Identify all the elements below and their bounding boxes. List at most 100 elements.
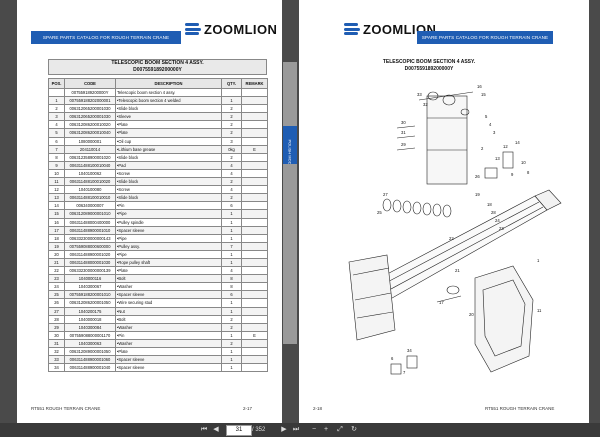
cell-pos: 3 xyxy=(48,112,65,122)
last-page-icon[interactable]: ⏭ xyxy=(292,426,300,433)
cell-qty: 2 xyxy=(221,152,242,162)
cell-qty: 4 xyxy=(221,185,242,195)
zoomlion-logo-icon xyxy=(344,22,360,36)
cell-qty: 1 xyxy=(221,298,242,308)
cell-pos: 19 xyxy=(48,241,65,251)
page-total: / 352 xyxy=(252,427,266,433)
callout-label: 6 xyxy=(391,356,394,361)
callout-label: 20 xyxy=(469,312,474,317)
cell-description: •Spacer sleeve xyxy=(115,225,222,235)
cell-code: 006311488100010040 xyxy=(64,160,116,170)
cell-qty: 2 xyxy=(221,314,242,324)
boom-drawing xyxy=(348,91,562,375)
callout-label: 34 xyxy=(407,348,412,353)
cell-remark xyxy=(241,201,268,211)
cell-remark xyxy=(241,249,268,259)
cell-description: •Spacer sleeve xyxy=(115,290,222,300)
cell-code: 006312065200001030 xyxy=(64,112,116,122)
cell-description: •Bolt xyxy=(115,314,222,324)
callout-label: 9 xyxy=(511,172,514,177)
cell-remark xyxy=(241,233,268,243)
page-number-input[interactable]: 31 xyxy=(226,425,252,436)
zoom-in-icon[interactable]: + xyxy=(323,426,329,433)
cell-pos: 26 xyxy=(48,298,65,308)
zoom-out-icon[interactable]: − xyxy=(311,426,317,433)
cell-remark xyxy=(241,136,268,146)
cell-code: 006311488900001040 xyxy=(64,363,116,373)
cell-pos: 16 xyxy=(48,217,65,227)
callout-label: 17 xyxy=(439,300,444,305)
cell-pos: 27 xyxy=(48,306,65,316)
side-tab-gray xyxy=(283,62,297,126)
cell-pos: 33 xyxy=(48,355,65,365)
footer-model-left: RT551 ROUGH TERRAIN CRANE xyxy=(31,406,101,411)
cell-description: •Plate xyxy=(115,346,222,357)
footer-model-right: RT551 ROUGH TERRAIN CRANE xyxy=(485,406,555,411)
cell-remark xyxy=(241,225,268,235)
cell-pos: 12 xyxy=(48,185,65,195)
cell-description: •Spacer sleeve xyxy=(115,363,222,373)
cell-description: •Screw xyxy=(115,185,222,195)
cell-description: •Plate xyxy=(115,266,222,276)
cell-remark xyxy=(241,104,268,114)
cell-remark xyxy=(241,346,268,357)
cell-code: 007559088000600000 xyxy=(64,241,116,251)
cell-qty: 2 xyxy=(221,322,242,332)
first-page-icon[interactable]: ⏮ xyxy=(200,426,208,433)
cell-qty: 8 xyxy=(221,282,242,292)
cell-pos: 24 xyxy=(48,282,65,292)
callout-label: 3 xyxy=(493,130,496,135)
catalog-header-text: SPARE PARTS CATALOG FOR ROUGH TERRAIN CR… xyxy=(42,35,170,40)
cell-qty: 6 xyxy=(221,201,242,211)
cell-pos: 1 xyxy=(48,96,65,106)
cell-code: 007559189200000Y xyxy=(64,87,116,98)
cell-remark xyxy=(241,96,268,106)
prev-page-icon[interactable]: ◀ xyxy=(213,426,219,433)
cell-remark: E xyxy=(241,144,268,154)
cell-code: 1040200175 xyxy=(64,306,116,316)
side-tab-active[interactable]: POLISH MODE xyxy=(283,126,297,167)
cell-qty: 1 xyxy=(221,257,242,268)
cell-qty: 3 xyxy=(221,136,242,146)
callout-label: 30 xyxy=(401,120,406,125)
cell-remark xyxy=(241,193,268,203)
cell-pos: 15 xyxy=(48,209,65,219)
cell-qty: 2 xyxy=(221,104,242,114)
fit-icon[interactable]: ⤢ xyxy=(337,426,343,433)
cell-code: 006312089000001010 xyxy=(64,209,116,219)
parts-table-header: POS. CODE DESCRIPTION QTY. REMARK xyxy=(48,78,268,89)
cell-remark xyxy=(241,185,268,195)
assembly-title-box: TELESCOPIC BOOM SECTION 4 ASSY. D0075591… xyxy=(48,59,267,75)
cell-qty: 1 xyxy=(221,249,242,259)
cell-code: 006340000007 xyxy=(64,201,116,211)
catalog-header-text: SPARE PARTS CATALOG FOR ROUGH TERRAIN CR… xyxy=(421,35,549,40)
cell-qty: 7 xyxy=(221,241,242,251)
cell-remark xyxy=(241,363,268,373)
cell-description: •Spacer sleeve xyxy=(115,355,222,365)
cell-pos: 25 xyxy=(48,290,65,300)
cell-code: 007559088000001170 xyxy=(64,330,116,340)
cell-remark xyxy=(241,338,268,349)
callout-label: 23 xyxy=(499,226,504,231)
cell-code: 1040300067 xyxy=(64,282,116,292)
callout-label: 21 xyxy=(455,268,460,273)
cell-code: 1040300063 xyxy=(64,338,116,349)
callout-label: 28 xyxy=(491,210,496,215)
cell-description: •Nut xyxy=(115,306,222,316)
cell-qty: 4 xyxy=(221,168,242,179)
cell-pos: 29 xyxy=(48,322,65,332)
rotate-icon[interactable]: ↻ xyxy=(351,426,357,433)
cell-code: 006312089000001050 xyxy=(64,346,116,357)
callout-label: 12 xyxy=(503,144,508,149)
next-page-icon[interactable]: ▶ xyxy=(281,426,287,433)
cell-description: •Pin xyxy=(115,201,222,211)
